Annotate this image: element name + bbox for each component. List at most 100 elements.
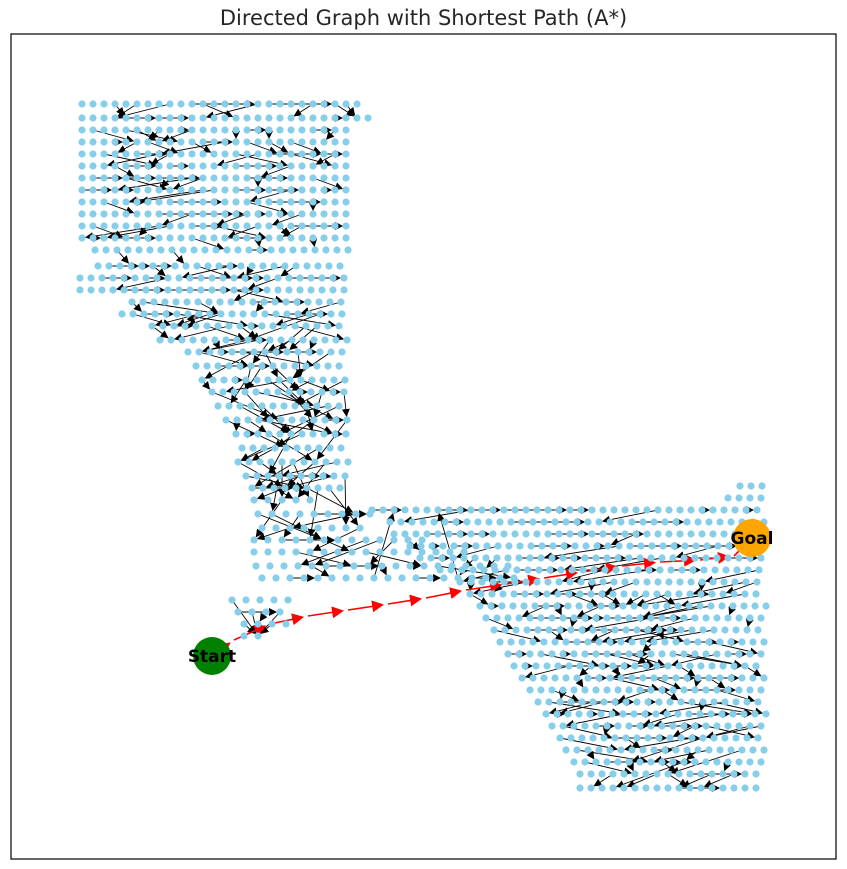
graph-node <box>376 536 384 544</box>
graph-node <box>287 430 295 438</box>
graph-node <box>526 554 534 562</box>
graph-edge <box>227 225 259 238</box>
graph-edge <box>672 725 696 737</box>
graph-node <box>78 174 86 182</box>
graph-node <box>722 566 730 574</box>
graph-node <box>111 100 119 108</box>
graph-node <box>195 310 203 318</box>
graph-node <box>243 186 251 194</box>
graph-node <box>243 150 251 158</box>
graph-node <box>177 174 185 182</box>
graph-node <box>258 574 266 582</box>
graph-node <box>238 298 246 306</box>
graph-edge <box>300 379 331 392</box>
graph-node <box>658 686 666 694</box>
graph-node <box>113 246 121 254</box>
graph-node <box>332 416 340 424</box>
graph-node <box>699 734 707 742</box>
graph-node <box>265 150 273 158</box>
graph-edge <box>725 581 758 595</box>
graph-node <box>467 530 475 538</box>
graph-node <box>599 506 607 514</box>
graph-node <box>597 710 605 718</box>
graph-node <box>592 614 600 622</box>
graph-node <box>746 494 754 502</box>
graph-node <box>166 198 174 206</box>
graph-node <box>713 554 721 562</box>
graph-node <box>236 402 244 410</box>
graph-node <box>691 758 699 766</box>
graph-node <box>221 150 229 158</box>
graph-node <box>116 262 124 270</box>
graph-node <box>622 734 630 742</box>
graph-node <box>299 336 307 344</box>
graph-node <box>111 234 119 242</box>
graph-node <box>729 710 737 718</box>
graph-node <box>586 602 594 610</box>
graph-node <box>526 686 534 694</box>
graph-node <box>735 494 743 502</box>
graph-node <box>287 198 295 206</box>
graph-node <box>271 444 279 452</box>
graph-node <box>676 578 684 586</box>
graph-node <box>270 262 278 270</box>
graph-node <box>292 536 300 544</box>
graph-node <box>302 402 310 410</box>
graph-node <box>740 602 748 610</box>
graph-node <box>129 310 137 318</box>
graph-node <box>604 542 612 550</box>
graph-node <box>736 482 744 490</box>
graph-node <box>664 662 672 670</box>
graph-node <box>362 548 370 556</box>
graph-node <box>742 506 750 514</box>
graph-node <box>352 510 360 518</box>
graph-node <box>564 602 572 610</box>
graph-node <box>287 138 295 146</box>
graph-node <box>645 566 653 574</box>
graph-node <box>653 662 661 670</box>
graph-node <box>122 162 130 170</box>
graph-node <box>524 566 532 574</box>
graph-node <box>669 650 677 658</box>
graph-node <box>630 710 638 718</box>
graph-edge <box>293 103 314 117</box>
goal-node <box>733 519 771 557</box>
graph-node <box>619 602 627 610</box>
graph-node <box>133 126 141 134</box>
graph-node <box>320 150 328 158</box>
graph-node <box>412 530 420 538</box>
graph-node <box>713 650 721 658</box>
graph-node <box>698 578 706 586</box>
graph-node <box>674 710 682 718</box>
graph-node <box>522 506 530 514</box>
graph-node <box>515 554 523 562</box>
graph-node <box>109 286 117 294</box>
graph-node <box>588 530 596 538</box>
graph-node <box>545 698 553 706</box>
graph-node <box>725 542 733 550</box>
graph-node <box>195 348 203 356</box>
graph-node <box>600 698 608 706</box>
graph-node <box>256 596 264 604</box>
graph-node <box>598 590 606 598</box>
graph-node <box>601 566 609 574</box>
graph-node <box>343 336 351 344</box>
graph-node <box>708 770 716 778</box>
graph-node <box>305 310 313 318</box>
graph-node <box>573 638 581 646</box>
graph-node <box>752 770 760 778</box>
graph-node <box>177 186 185 194</box>
graph-edge <box>161 213 193 226</box>
graph-node <box>653 590 661 598</box>
graph-node <box>221 234 229 242</box>
graph-node <box>603 722 611 730</box>
graph-node <box>221 114 229 122</box>
special-node-layer: Start Goal <box>188 519 773 675</box>
graph-node <box>543 590 551 598</box>
graph-node <box>716 518 724 526</box>
graph-node <box>89 234 97 242</box>
graph-node <box>250 348 258 356</box>
graph-node <box>665 530 673 538</box>
graph-node <box>166 138 174 146</box>
graph-node <box>488 590 496 598</box>
